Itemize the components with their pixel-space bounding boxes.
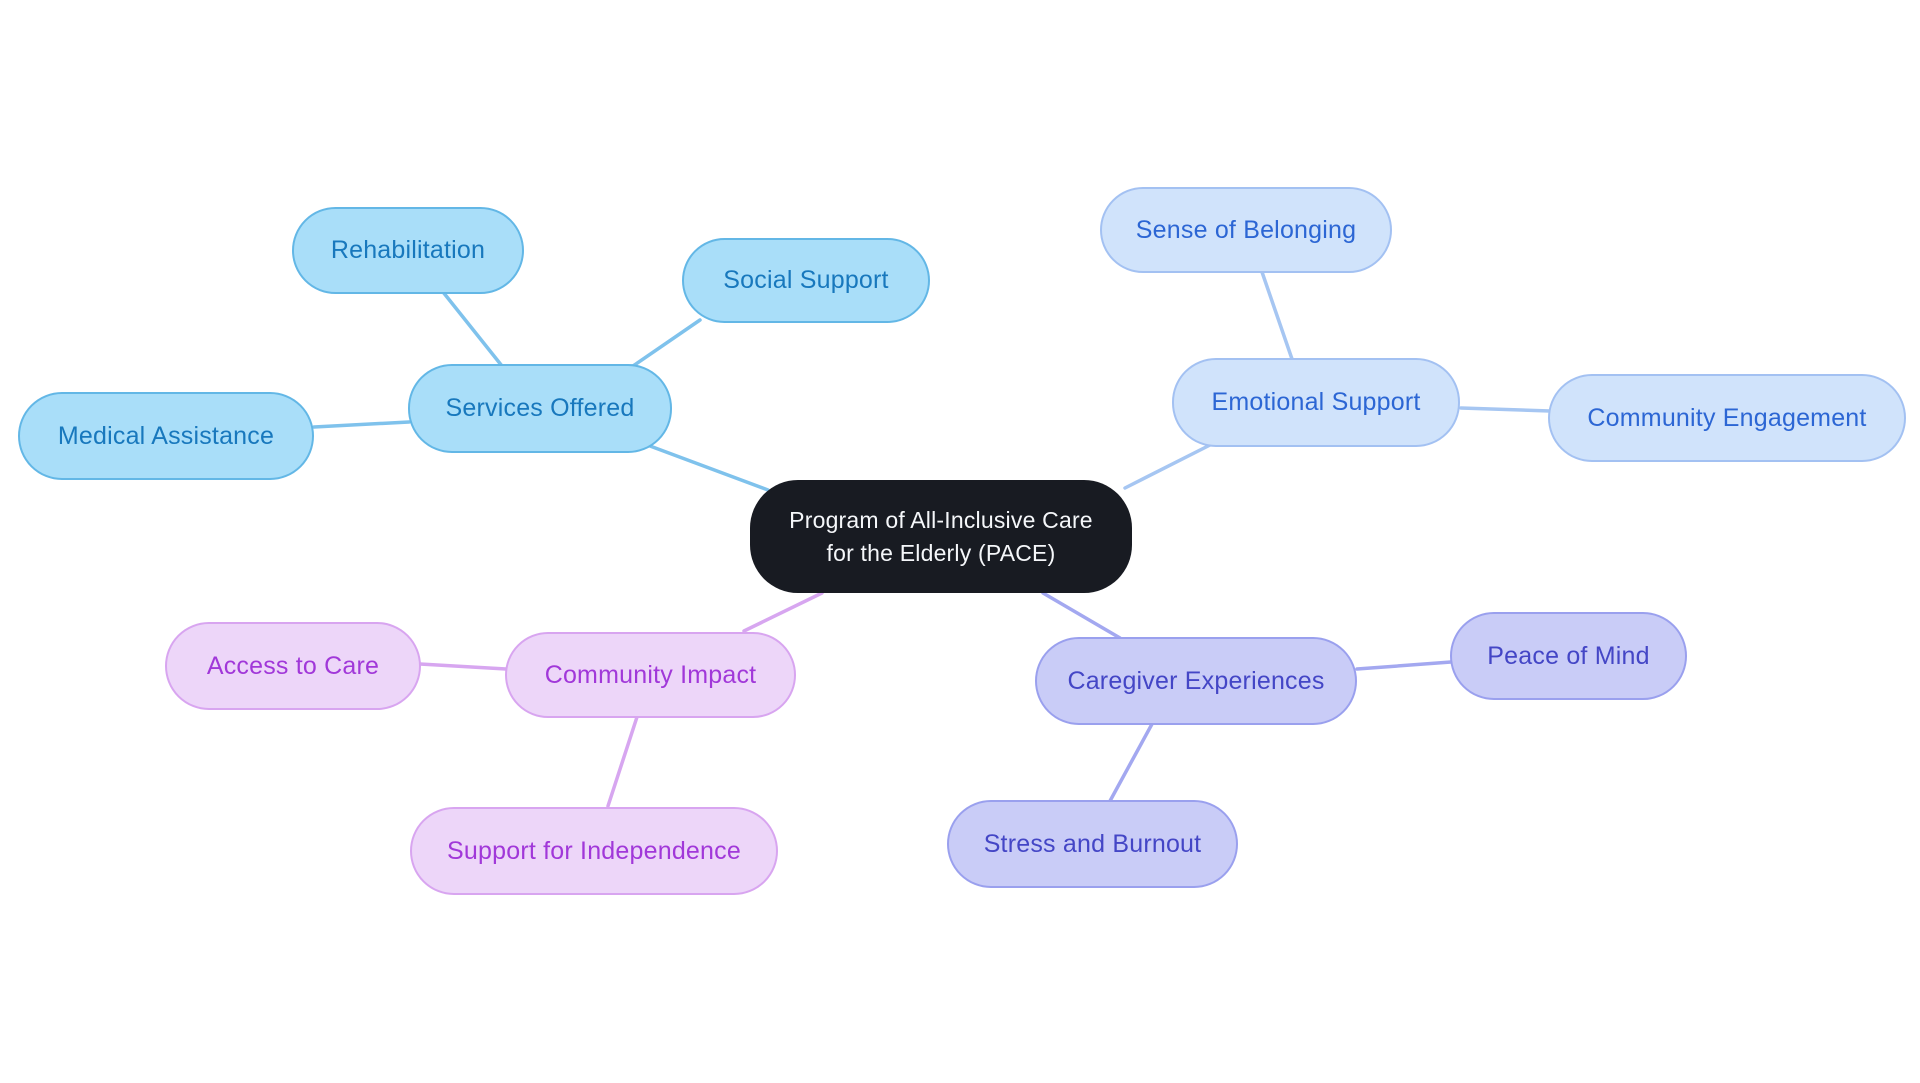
node-label: Rehabilitation	[330, 236, 486, 264]
edge-community-support-independence	[606, 715, 639, 808]
root-label: Program of All-Inclusive Care for the El…	[789, 506, 1093, 566]
node-label: Support for Independence	[447, 836, 741, 865]
node-social-support[interactable]: Social Support	[682, 238, 930, 323]
edge-services-rehabilitation	[441, 290, 504, 368]
node-emotional-support[interactable]: Emotional Support	[1172, 358, 1460, 447]
node-label: Access to Care	[206, 651, 380, 680]
node-peace-of-mind[interactable]: Peace of Mind	[1450, 612, 1687, 700]
edge-services-medical-assistance	[312, 420, 411, 429]
node-label: Sense of Belonging	[1135, 215, 1357, 244]
node-medical-assistance[interactable]: Medical Assistance	[18, 392, 314, 480]
node-access-to-care[interactable]: Access to Care	[165, 622, 421, 710]
node-label: Medical Assistance	[57, 421, 275, 450]
edge-caregiver-peace-of-mind	[1355, 660, 1453, 671]
node-rehabilitation[interactable]: Rehabilitation	[292, 207, 524, 294]
edge-services-social-support	[631, 318, 702, 368]
edge-emotional-community-engagement	[1459, 406, 1552, 413]
node-sense-of-belonging[interactable]: Sense of Belonging	[1100, 187, 1392, 273]
node-root-pace[interactable]: Program of All-Inclusive Care for the El…	[750, 480, 1132, 593]
node-label: Community Engagement	[1587, 403, 1867, 432]
node-label: Community Impact	[544, 660, 757, 689]
node-support-for-independence[interactable]: Support for Independence	[410, 807, 778, 895]
node-label: Peace of Mind	[1487, 641, 1650, 670]
node-caregiver-experiences[interactable]: Caregiver Experiences	[1035, 637, 1357, 725]
node-label: Caregiver Experiences	[1067, 666, 1325, 695]
node-label: Services Offered	[445, 394, 635, 422]
node-label: Emotional Support	[1211, 388, 1421, 416]
edge-root-services	[648, 444, 770, 492]
node-label: Social Support	[723, 266, 889, 294]
node-stress-and-burnout[interactable]: Stress and Burnout	[947, 800, 1238, 888]
node-community-impact[interactable]: Community Impact	[505, 632, 796, 718]
node-community-engagement[interactable]: Community Engagement	[1548, 374, 1906, 462]
node-services-offered[interactable]: Services Offered	[408, 364, 672, 453]
edge-caregiver-stress-burnout	[1108, 722, 1154, 803]
edge-root-community-impact	[742, 591, 824, 633]
edge-emotional-sense-of-belonging	[1260, 270, 1294, 361]
edge-root-emotional-support	[1123, 442, 1214, 490]
node-label: Stress and Burnout	[983, 829, 1202, 858]
edge-root-caregiver	[1041, 591, 1122, 640]
edge-community-access-to-care	[418, 662, 508, 671]
